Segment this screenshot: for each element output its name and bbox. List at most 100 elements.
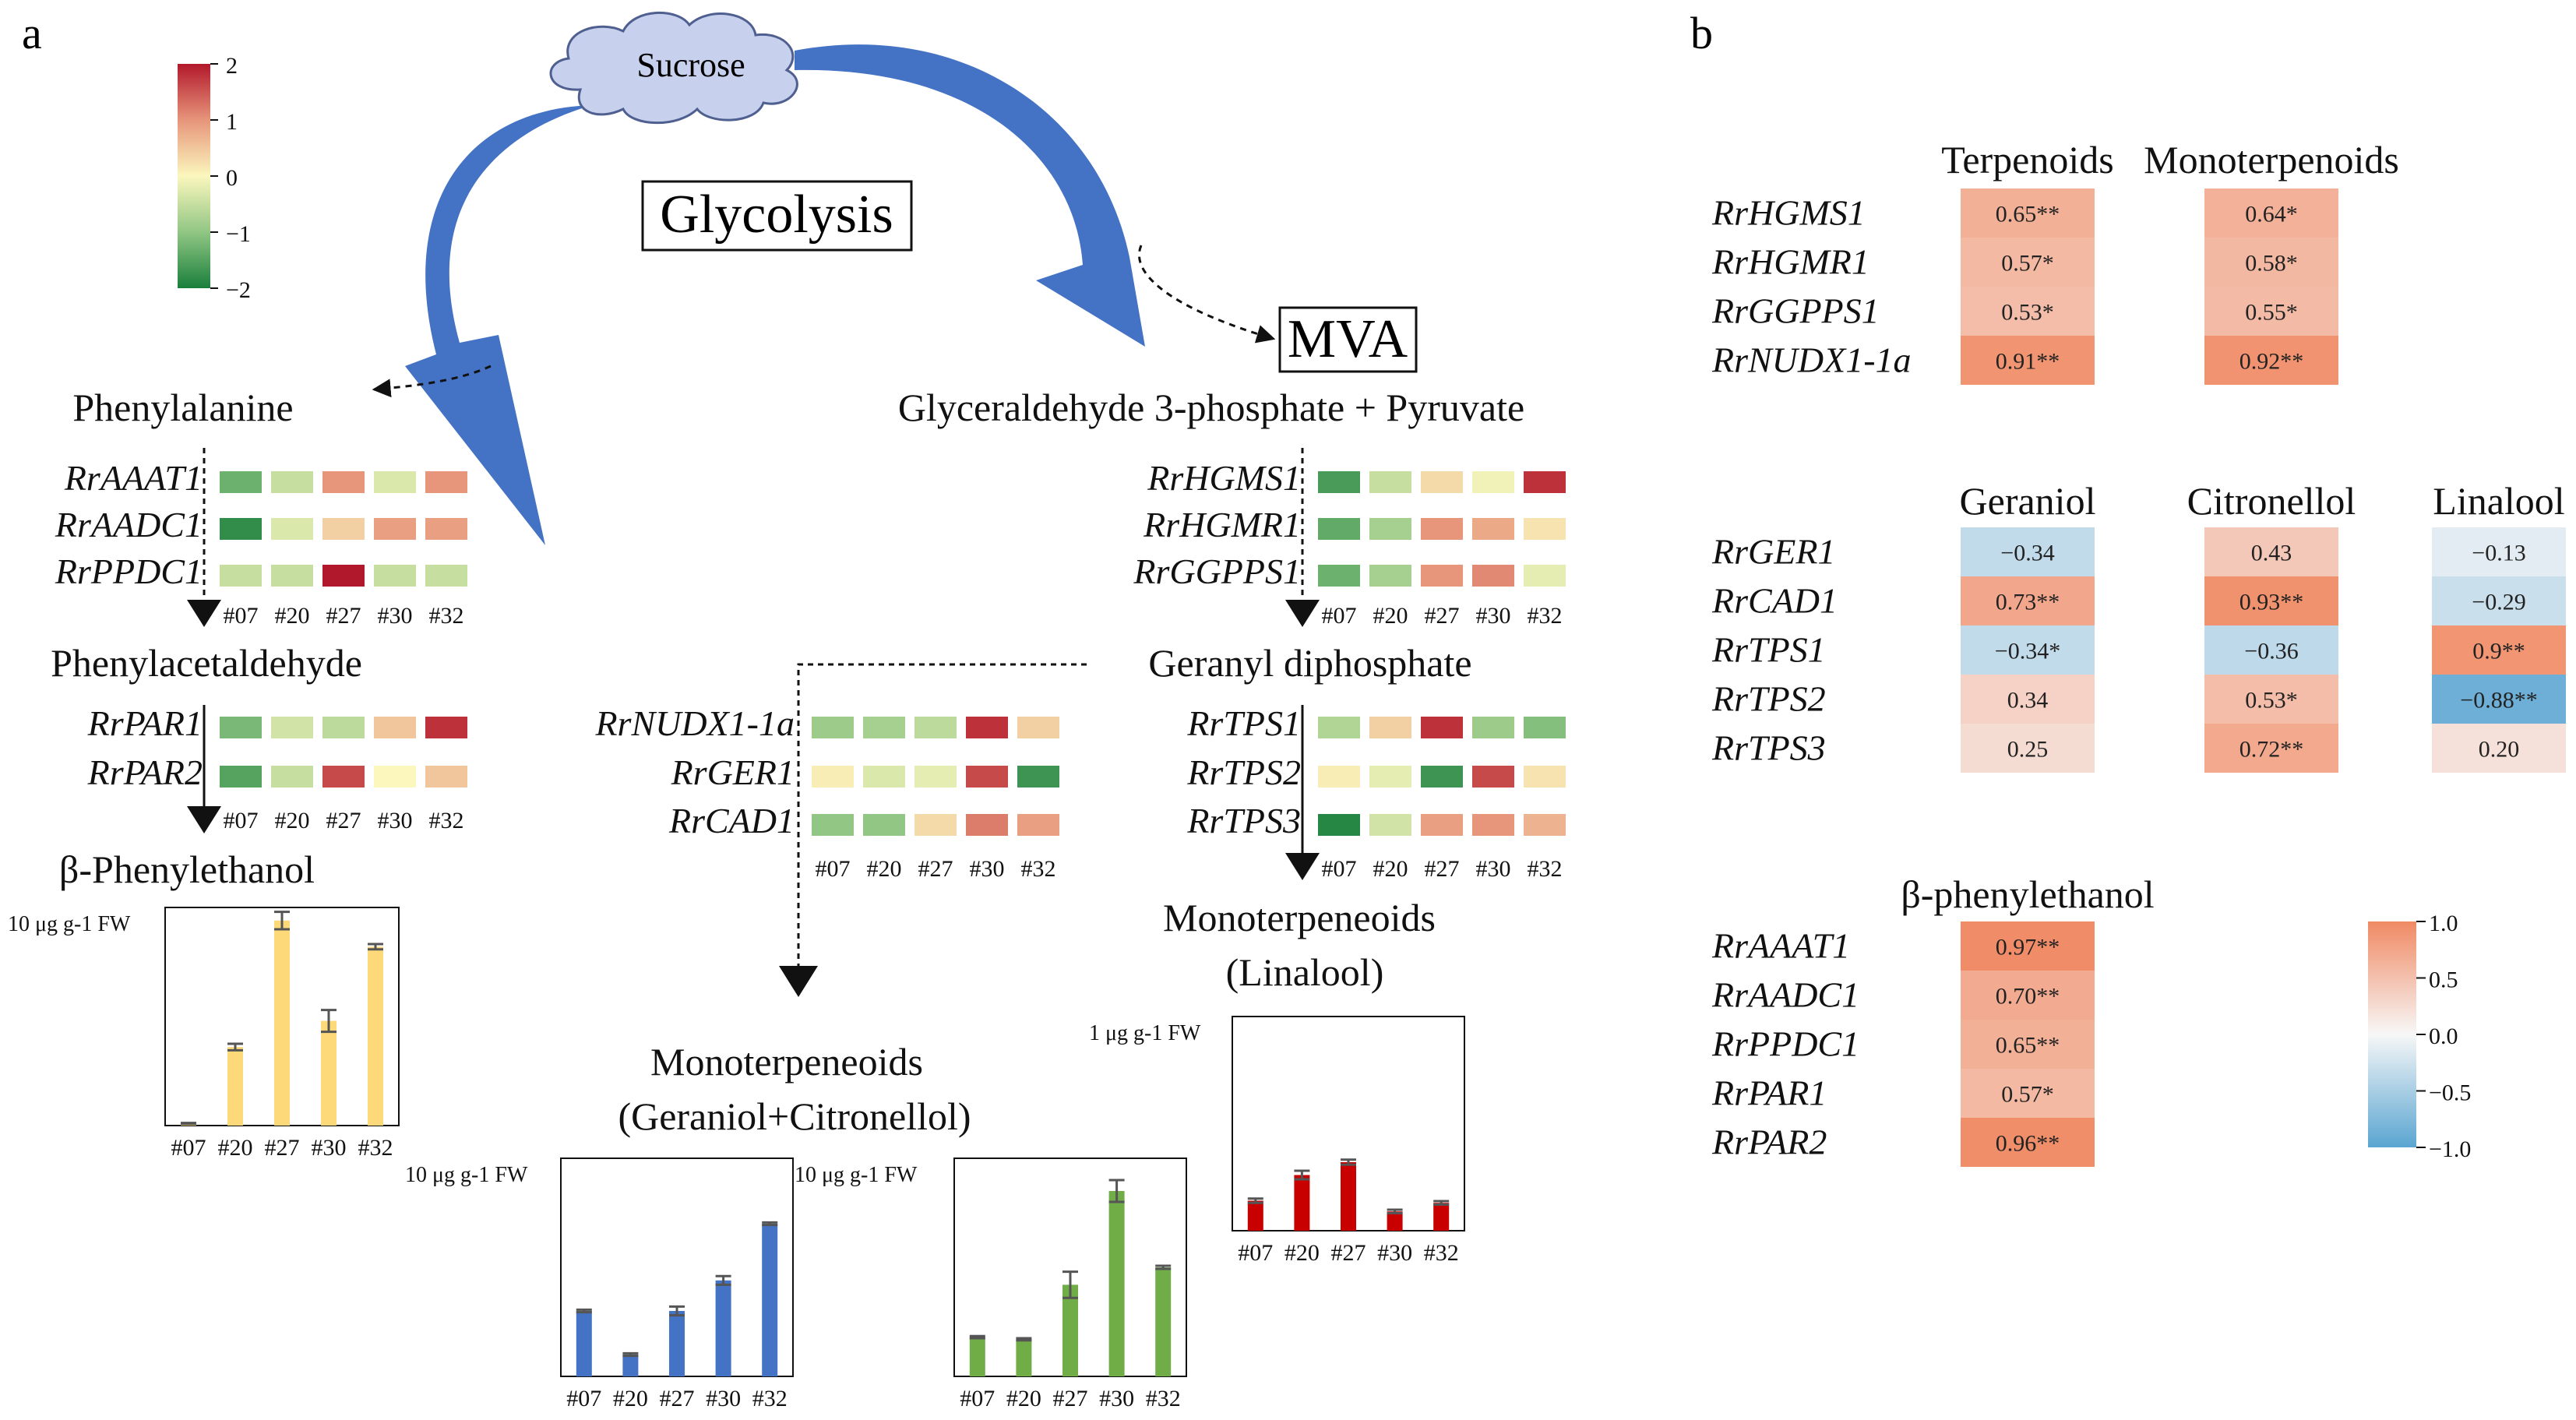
corr-cell (1961, 527, 2095, 576)
path-arrow-2-head (187, 806, 221, 833)
heat-cell-aaat-2 (322, 471, 365, 493)
heat-cell-ppdc-1 (271, 565, 313, 587)
corr-cell-value: 0.53* (2245, 688, 2298, 714)
bar-tick-label: #27 (265, 1135, 300, 1161)
bar-ger-2 (669, 1311, 685, 1376)
sample-label: #30 (378, 808, 413, 833)
bar-cit-4 (1155, 1267, 1172, 1376)
corr-cell (2204, 287, 2338, 336)
colorbar-a: 210−1−2 (178, 53, 251, 303)
heat-cell-tps1-0 (1318, 717, 1360, 738)
corr-gene-label: RrAADC1 (1711, 975, 1859, 1015)
gene-label-par2: RrPAR2 (87, 752, 203, 792)
heat-cell-ppdc-2 (322, 565, 365, 587)
bar-tick-label: #32 (752, 1386, 788, 1411)
colorbar-a-tick-label: −2 (226, 277, 251, 303)
heat-cell-par1-3 (374, 717, 416, 738)
corr-cell (1961, 625, 2095, 675)
corr-gene-label: RrTPS3 (1711, 728, 1826, 768)
corr-cell (1961, 576, 2095, 625)
corr-cell (2432, 724, 2566, 773)
heat-cell-tps3-0 (1318, 814, 1360, 836)
sample-label: #07 (1322, 603, 1357, 629)
sample-label: #32 (429, 808, 464, 833)
sample-label: #20 (275, 603, 310, 629)
heat-cell-aadc-3 (374, 518, 416, 540)
gene-label-ger: RrGER1 (671, 752, 795, 792)
corr-cell-value: 0.20 (2479, 737, 2520, 763)
node-phenylethanol: β-Phenylethanol (59, 847, 315, 891)
heat-cell-hgmr-4 (1524, 518, 1566, 540)
bar-tick-label: #20 (613, 1386, 648, 1411)
gene-label-aadc: RrAADC1 (55, 505, 203, 544)
node-geranyl: Geranyl diphosphate (1148, 641, 1471, 685)
heat-cell-ger-2 (914, 766, 957, 788)
corr-cell (2432, 675, 2566, 724)
corr-cell (2204, 625, 2338, 675)
gene-label-nudx: RrNUDX1-1a (594, 703, 795, 743)
path-arrow-4-head (1285, 853, 1320, 880)
sample-label: #27 (326, 808, 361, 833)
heat-cell-tps1-4 (1524, 717, 1566, 738)
heat-cell-aadc-1 (271, 518, 313, 540)
corr-gene-label: RrHGMR1 (1711, 242, 1869, 282)
corr-cell-value: 0.65** (1996, 1033, 2060, 1059)
node-monoterpeneoids-linalool-2: (Linalool) (1226, 950, 1384, 994)
sample-label: #32 (1528, 856, 1563, 882)
bar-cit-2 (1062, 1284, 1078, 1376)
heat-cell-hgms-1 (1369, 471, 1411, 493)
sample-label: #20 (1373, 603, 1408, 629)
heat-cell-tps2-4 (1524, 766, 1566, 788)
corr-gene-label: RrTPS2 (1711, 679, 1826, 719)
colorbar-b-tick-label: 1.0 (2429, 911, 2458, 936)
sample-label: #30 (378, 603, 413, 629)
sucrose-label: Sucrose (636, 46, 745, 84)
bar-pe-2 (274, 920, 290, 1126)
corr-cell (1961, 971, 2095, 1020)
heat-cell-tps1-3 (1472, 717, 1514, 738)
heat-cell-ggpps-0 (1318, 565, 1360, 587)
corr-cell-value: −0.34* (1995, 639, 2060, 664)
sample-label: #20 (275, 808, 310, 833)
corr-cell (1961, 1020, 2095, 1069)
heat-cell-aaat-0 (220, 471, 262, 493)
corr-cell (2432, 625, 2566, 675)
heat-cell-cad-0 (812, 814, 854, 836)
node-phenylacetaldehyde: Phenylacetaldehyde (51, 641, 362, 685)
bar-chart-cit: 10 μg g-1 FW#07#20#27#30#32 (795, 1157, 1187, 1411)
heat-cell-ppdc-3 (374, 565, 416, 587)
corr-cell (1961, 287, 2095, 336)
heat-cell-hgmr-2 (1421, 518, 1463, 540)
bar-chart-unit-lin: 1 μg g-1 FW (1089, 1021, 1201, 1045)
corr-cell (2432, 576, 2566, 625)
heat-cell-hgms-0 (1318, 471, 1360, 493)
heat-cell-par2-2 (322, 766, 365, 788)
bar-tick-label: #20 (1284, 1240, 1320, 1266)
glycolysis-box: Glycolysis (641, 180, 913, 252)
path-arrow-3-head (1285, 600, 1320, 627)
bar-chart-pe: 10 μg g-1 FW#07#20#27#30#32 (8, 907, 400, 1161)
corr-cell (2432, 527, 2566, 576)
corr-gene-label: RrGER1 (1711, 532, 1835, 572)
gene-label-cad: RrCAD1 (668, 801, 795, 840)
corr-gene-label: RrTPS1 (1711, 630, 1826, 670)
corr-cell-value: 0.93** (2239, 590, 2304, 615)
heat-cell-aadc-2 (322, 518, 365, 540)
bar-chart-unit-cit: 10 μg g-1 FW (795, 1163, 918, 1187)
path-arrow-5-head (779, 966, 818, 997)
colorbar-a-tick-label: 1 (226, 109, 238, 135)
corr-cell (1961, 675, 2095, 724)
gene-label-ppdc: RrPPDC1 (55, 551, 203, 591)
bar-tick-label: #30 (706, 1386, 741, 1411)
corr-cell-value: 0.25 (2007, 737, 2049, 763)
mva-box: MVA (1278, 306, 1418, 373)
corr-cell (2204, 189, 2338, 238)
heat-cell-par2-3 (374, 766, 416, 788)
bar-lin-1 (1294, 1175, 1310, 1231)
heat-cell-ger-0 (812, 766, 854, 788)
sample-label: #27 (326, 603, 361, 629)
corr-header: β-phenylethanol (1901, 872, 2154, 916)
node-phenylalanine: Phenylalanine (72, 386, 293, 429)
corr-header: Citronellol (2187, 479, 2356, 523)
